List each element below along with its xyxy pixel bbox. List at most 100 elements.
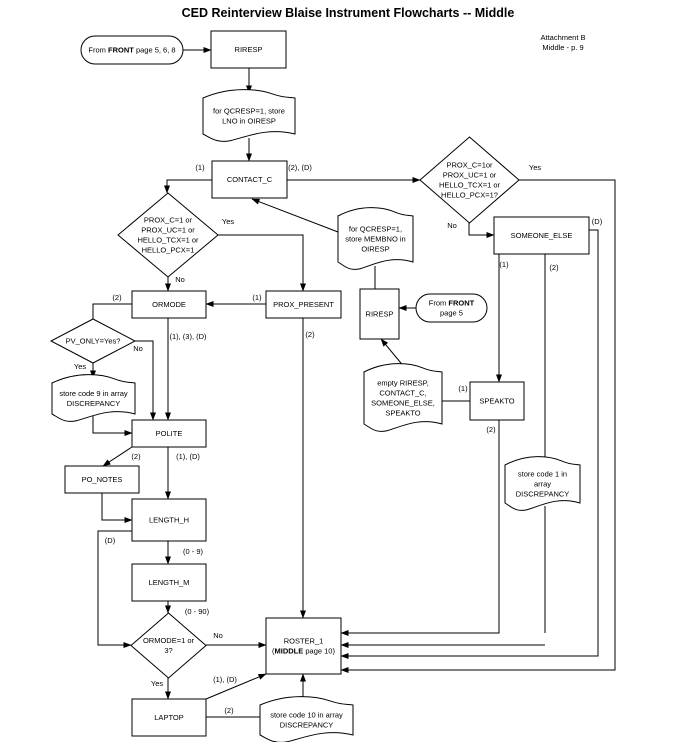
node-text: HELLO_TCX=1 or [137, 236, 199, 245]
node-text: POLITE [156, 429, 183, 438]
flow-arrow [92, 416, 133, 436]
node-text: DISCREPANCY [280, 721, 334, 730]
node-text: DISCREPANCY [516, 490, 570, 499]
process-box [265, 617, 342, 675]
node-text: SPEAKTO [385, 409, 420, 418]
terminator-shape [415, 293, 488, 323]
edge-label-ormode-yes: Yes [151, 679, 163, 688]
text-segment: SPEAKTO [479, 397, 514, 406]
document-shape [337, 207, 414, 270]
node-text: PROX_C=1 or [144, 216, 193, 225]
process-box [211, 160, 288, 199]
bold-text: MIDDLE [275, 647, 304, 656]
page-reference: Middle - p. 9 [542, 43, 583, 52]
text-segment: PROX_UC=1 or [141, 226, 195, 235]
node-ormode-diamond: ORMODE=1 or3? [130, 612, 207, 679]
node-text: LNO in OIRESP [222, 117, 276, 126]
text-segment: LAPTOP [154, 713, 183, 722]
text-segment: store code 9 in array [59, 389, 128, 398]
node-text: SOMEONE_ELSE [511, 231, 573, 240]
process-box [469, 381, 525, 421]
bold-text: FRONT [108, 46, 134, 55]
edge-label-laptop-1d: (1), (D) [213, 675, 237, 684]
document-shape [51, 374, 136, 422]
node-text: store code 10 in array [270, 711, 343, 720]
flow-arrow [164, 179, 212, 194]
node-riresp-top: RIRESP [210, 30, 287, 69]
text-segment: store code 10 in array [270, 711, 343, 720]
edge-label-left-yes: Yes [222, 217, 234, 226]
text-segment: PROX_C=1 or [144, 216, 193, 225]
node-laptop: LAPTOP [131, 698, 207, 737]
node-text: DISCREPANCY [67, 399, 121, 408]
node-roster-1: ROSTER_1(MIDDLE page 10) [265, 617, 342, 675]
node-text: store code 1 in [518, 470, 567, 479]
text-segment: POLITE [156, 429, 183, 438]
text-segment: RIRESP [235, 45, 263, 54]
node-text: store code 9 in array [59, 389, 128, 398]
text-segment: CONTACT_C, [379, 389, 426, 398]
process-box [131, 698, 207, 737]
node-polite: POLITE [131, 419, 207, 448]
edge-label-contact-1: (1) [195, 163, 205, 172]
text-segment: PO_NOTES [82, 475, 123, 484]
flow-arrow [340, 229, 599, 659]
flow-arrow [218, 234, 306, 292]
edge-label-contact-2d: (2), (D) [288, 163, 312, 172]
node-length-m: LENGTH_M [131, 563, 207, 602]
text-segment: HELLO_TCX=1 or [137, 236, 199, 245]
node-text: PROX_PRESENT [273, 300, 334, 309]
edge-label-someone-1: (1) [499, 260, 509, 269]
terminator-shape [80, 35, 184, 65]
flow-arrow [251, 198, 339, 233]
decision-diamond [49, 318, 137, 364]
text-segment: ( [272, 647, 275, 656]
edge-label-right-no: No [447, 221, 457, 230]
flow-arrow [101, 493, 133, 523]
text-segment: DISCREPANCY [516, 490, 570, 499]
decision-diamond [117, 192, 219, 278]
edge-label-right-yes: Yes [529, 163, 541, 172]
node-text: for QCRESP=1, [349, 225, 402, 234]
flow-arrow [92, 303, 132, 319]
node-text: ROSTER_1 [284, 637, 324, 646]
node-text: PO_NOTES [82, 475, 123, 484]
edge-label-length-h-09: (0 - 9) [183, 547, 204, 556]
process-box [131, 419, 207, 448]
text-segment: CONTACT_C [227, 175, 273, 184]
text-segment: store code 1 in [518, 470, 567, 479]
node-text: PV_ONLY=Yes? [66, 337, 121, 346]
edge-label-polite-2: (2) [131, 452, 141, 461]
node-riresp-mid: RIRESP [359, 288, 400, 340]
node-contact-c: CONTACT_C [211, 160, 288, 199]
text-segment: PROX_C=1or [446, 161, 493, 170]
node-text: LENGTH_H [149, 516, 189, 525]
node-text: From FRONT [429, 299, 475, 308]
text-segment: DISCREPANCY [280, 721, 334, 730]
text-segment: page 5 [440, 309, 463, 318]
text-segment: for QCRESP=1, [349, 225, 402, 234]
text-segment: ORMODE=1 or [143, 636, 195, 645]
node-po-notes: PO_NOTES [64, 465, 140, 494]
edge-label-someone-2: (2) [549, 263, 559, 272]
node-text: array [534, 480, 551, 489]
text-segment: PROX_UC=1 or [443, 171, 497, 180]
flow-arrow [205, 673, 267, 700]
page-title: CED Reinterview Blaise Instrument Flowch… [182, 6, 515, 20]
edge-label-length-h-d: (D) [105, 536, 116, 545]
edge-label-speakto-1: (1) [458, 384, 468, 393]
node-text: 3? [164, 646, 172, 655]
node-text: page 5 [440, 309, 463, 318]
node-text: PROX_C=1or [446, 161, 493, 170]
node-text: SPEAKTO [479, 397, 514, 406]
node-text: PROX_UC=1 or [141, 226, 195, 235]
text-segment: PROX_PRESENT [273, 300, 334, 309]
text-segment: SPEAKTO [385, 409, 420, 418]
process-box [131, 563, 207, 602]
